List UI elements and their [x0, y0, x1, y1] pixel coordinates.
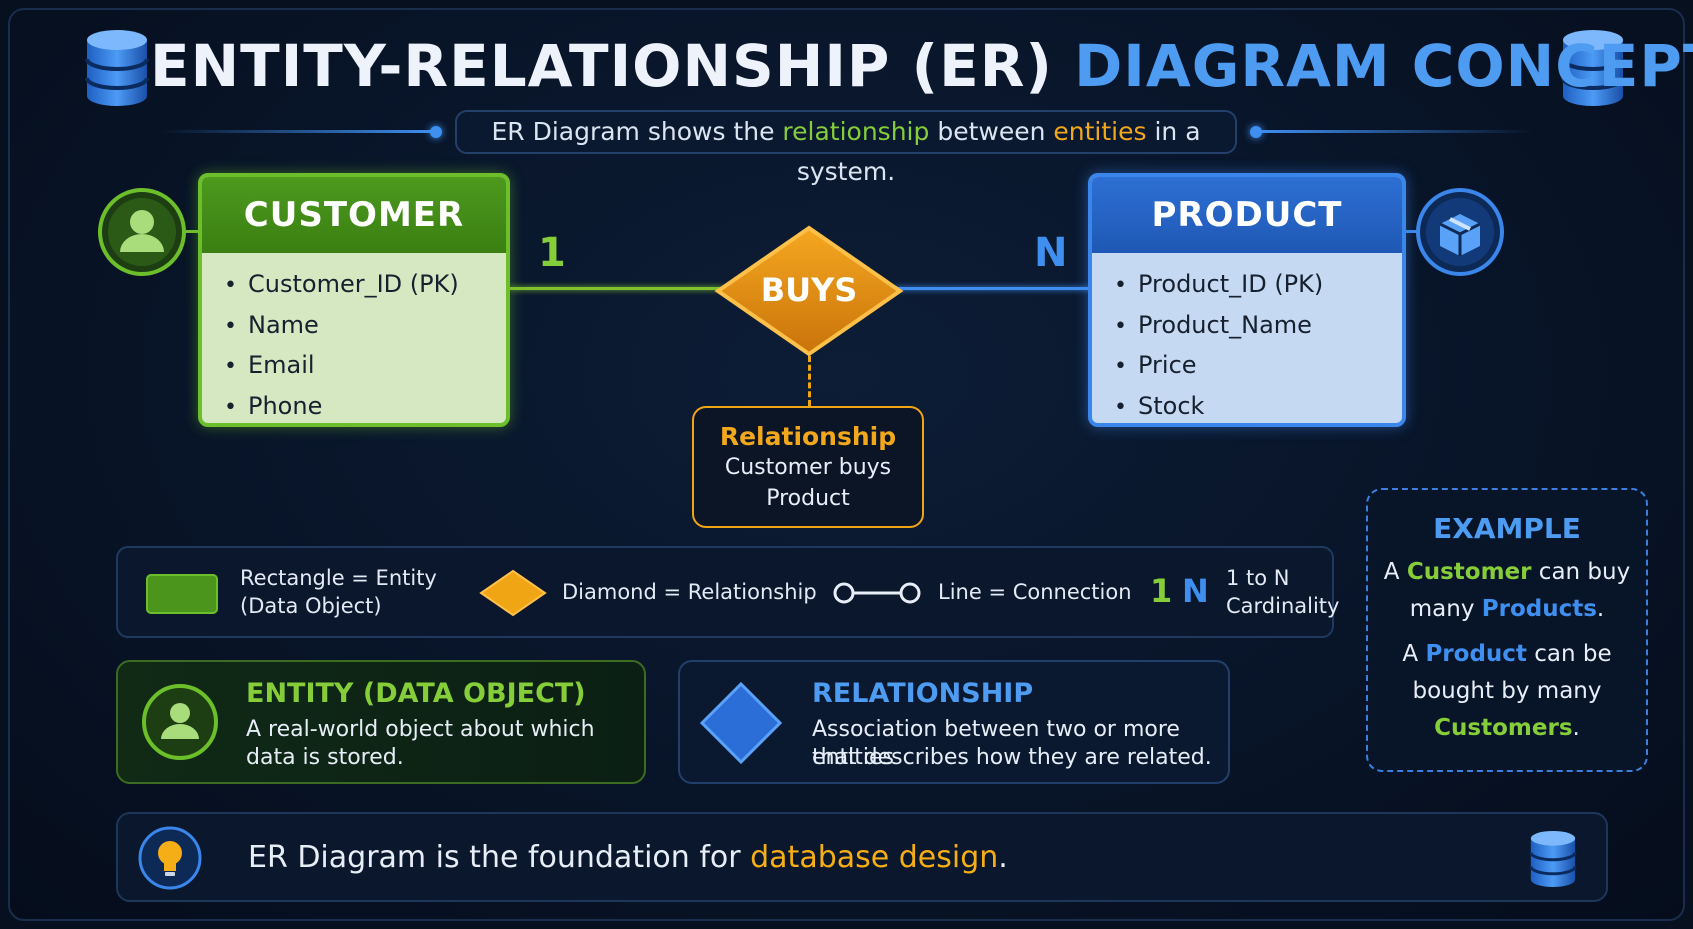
- legend-diamond-label: Diamond = Relationship: [562, 580, 817, 604]
- example-paragraph-2: A Product can be bought by many Customer…: [1368, 636, 1646, 747]
- subtitle-rule-dot-left: [430, 126, 442, 138]
- example-customers-word: Customers: [1434, 715, 1573, 741]
- subtitle-relationship-word: relationship: [782, 117, 930, 146]
- example-customer-word: Customer: [1406, 559, 1532, 585]
- relationship-info-title: RELATIONSHIP: [812, 678, 1034, 709]
- legend-line-label: Line = Connection: [938, 580, 1132, 604]
- database-icon: [85, 30, 149, 106]
- cardinality-n: N: [1034, 230, 1068, 276]
- relationship-info-card: RELATIONSHIP Association between two or …: [678, 660, 1230, 784]
- product-entity-title: PRODUCT: [1092, 177, 1402, 253]
- product-attribute-list: Product_ID (PK) Product_Name Price Stock: [1092, 253, 1402, 424]
- relationship-note-title: Relationship: [719, 422, 897, 451]
- product-entity[interactable]: PRODUCT Product_ID (PK) Product_Name Pri…: [1088, 173, 1406, 427]
- footer-banner: ER Diagram is the foundation for databas…: [116, 812, 1608, 902]
- subtitle-rule-right: [1258, 130, 1533, 133]
- footer-text-before: ER Diagram is the foundation for: [248, 840, 741, 875]
- connector-buys-note: [808, 356, 811, 406]
- example-box: EXAMPLE A Customer can buy many Products…: [1366, 488, 1648, 772]
- product-attribute: Product_ID (PK): [1114, 265, 1402, 306]
- example-text: bought by many: [1412, 678, 1602, 704]
- connector-customer-buys: [510, 287, 724, 290]
- user-icon: [98, 188, 186, 276]
- product-icon-link: [1404, 230, 1416, 233]
- page-title: ENTITY-RELATIONSHIP (ER) DIAGRAM CONCEPT: [150, 28, 1693, 104]
- example-text: many: [1409, 596, 1475, 622]
- footer-text-highlight: database design: [750, 840, 999, 875]
- database-icon: [1529, 830, 1577, 888]
- example-text: .: [1596, 596, 1605, 622]
- entity-info-desc-2: data is stored.: [246, 745, 404, 770]
- customer-attribute: Email: [224, 346, 506, 387]
- subtitle-rule-dot-right: [1250, 126, 1262, 138]
- legend-rectangle-line-2: (Data Object): [240, 594, 382, 618]
- example-title: EXAMPLE: [1433, 512, 1581, 545]
- example-text: can buy: [1538, 559, 1631, 585]
- line-connection-icon: [833, 582, 921, 604]
- example-text: A: [1383, 559, 1400, 585]
- title-part-2: DIAGRAM CONCEPT: [1074, 32, 1693, 100]
- user-icon: [142, 684, 218, 760]
- entity-info-title: ENTITY (DATA OBJECT): [246, 678, 586, 709]
- subtitle-before: ER Diagram shows the: [491, 117, 775, 146]
- relationship-note-line-1: Customer buys: [724, 455, 892, 480]
- example-text: A: [1402, 641, 1419, 667]
- cardinality-one: 1: [538, 230, 566, 276]
- example-paragraph-1: A Customer can buy many Products.: [1368, 554, 1646, 628]
- legend-rectangle-line-1: Rectangle = Entity: [240, 566, 437, 590]
- legend-rectangle-label: Rectangle = Entity (Data Object): [240, 564, 437, 620]
- connector-buys-product: [894, 287, 1090, 290]
- customer-attribute: Phone: [224, 387, 506, 424]
- entity-info-desc-1: A real-world object about which: [246, 717, 595, 742]
- product-attribute: Product_Name: [1114, 306, 1402, 347]
- legend-rectangle-swatch: [146, 574, 218, 614]
- footer-text-after: .: [998, 840, 1008, 875]
- product-attribute: Stock: [1114, 387, 1402, 424]
- product-attribute: Price: [1114, 346, 1402, 387]
- subtitle-after: in a system.: [796, 117, 1201, 186]
- example-text: .: [1572, 715, 1580, 741]
- package-icon: [1416, 188, 1504, 276]
- relationship-note-line-2: Product: [766, 486, 850, 511]
- entity-info-card: ENTITY (DATA OBJECT) A real-world object…: [116, 660, 646, 784]
- legend-cardinality-label: 1 to N Cardinality: [1226, 564, 1339, 620]
- relationship-note: Relationship Customer buys Product: [692, 406, 924, 528]
- lightbulb-icon: [138, 826, 202, 890]
- legend-cardinality-line-1: 1 to N: [1226, 566, 1290, 590]
- subtitle: ER Diagram shows the relationship betwee…: [455, 110, 1237, 186]
- customer-icon-link: [186, 230, 200, 233]
- legend-cardinality-line-2: Cardinality: [1226, 594, 1340, 618]
- relationship-info-desc-2: that describes how they are related.: [812, 745, 1212, 770]
- relationship-label: BUYS: [760, 271, 858, 309]
- diamond-icon: [699, 681, 783, 765]
- legend-cardinality-n: N: [1182, 572, 1209, 610]
- customer-attribute-list: Customer_ID (PK) Name Email Phone: [202, 253, 506, 424]
- customer-attribute: Name: [224, 306, 506, 347]
- customer-entity-title: CUSTOMER: [202, 177, 506, 253]
- legend: Rectangle = Entity (Data Object) Diamond…: [116, 546, 1339, 638]
- footer-text: ER Diagram is the foundation for databas…: [248, 838, 1008, 878]
- customer-entity[interactable]: CUSTOMER Customer_ID (PK) Name Email Pho…: [198, 173, 510, 427]
- customer-attribute: Customer_ID (PK): [224, 265, 506, 306]
- subtitle-rule-left: [160, 130, 435, 133]
- relationship-info-desc-1: Association between two or more entities: [812, 717, 1180, 770]
- relationship-diamond[interactable]: [714, 224, 904, 358]
- database-icon: [1561, 30, 1625, 106]
- subtitle-entities-word: entities: [1053, 117, 1147, 146]
- subtitle-middle: between: [937, 117, 1046, 146]
- diamond-icon: [479, 569, 547, 617]
- example-text: can be: [1534, 641, 1612, 667]
- example-products-word: Products: [1481, 596, 1597, 622]
- title-part-1: ENTITY-RELATIONSHIP (ER): [150, 32, 1053, 100]
- legend-cardinality-one: 1: [1150, 572, 1173, 610]
- example-product-word: Product: [1425, 641, 1527, 667]
